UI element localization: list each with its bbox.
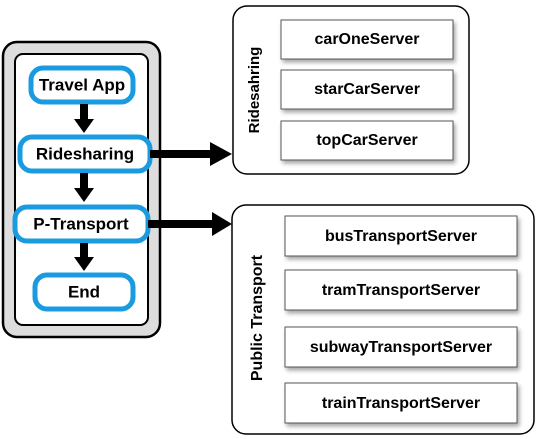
server-label: tramTransportServer — [322, 282, 480, 299]
flow-step-ridesharing: Ridesharing — [17, 134, 153, 174]
server-label: busTransportServer — [325, 228, 477, 245]
server-box: starCarServer — [280, 69, 454, 110]
flow-step-label: End — [68, 282, 100, 301]
right-arrow — [150, 142, 232, 166]
server-box: topCarServer — [280, 120, 454, 161]
server-box: tramTransportServer — [284, 269, 518, 311]
down-arrow — [74, 104, 94, 133]
flow-step-travel-app: Travel App — [28, 65, 136, 105]
server-label: topCarServer — [316, 132, 417, 149]
server-label: carOneServer — [315, 31, 420, 48]
server-box: carOneServer — [280, 19, 454, 60]
flow-step-label: Travel App — [39, 75, 125, 94]
server-label: trainTransportServer — [322, 395, 480, 412]
group-ridesharing: Ridesahring carOneServer starCarServer t… — [232, 5, 470, 175]
down-arrow — [74, 173, 94, 202]
server-box: subwayTransportServer — [284, 326, 518, 368]
group-title: Public Transport — [249, 254, 266, 381]
group-title: Ridesahring — [246, 47, 263, 134]
server-box: busTransportServer — [284, 215, 518, 257]
flow-step-p-transport: P-Transport — [12, 204, 151, 244]
right-arrow — [148, 212, 232, 236]
server-box: trainTransportServer — [284, 382, 518, 424]
flow-step-label: Ridesharing — [36, 144, 134, 163]
down-arrow — [74, 243, 94, 271]
flow-step-label: P-Transport — [33, 214, 129, 233]
group-public-transport: Public Transport busTransportServer tram… — [231, 204, 535, 435]
flow-step-end: End — [32, 272, 136, 312]
server-label: starCarServer — [314, 81, 420, 98]
server-label: subwayTransportServer — [310, 339, 492, 356]
